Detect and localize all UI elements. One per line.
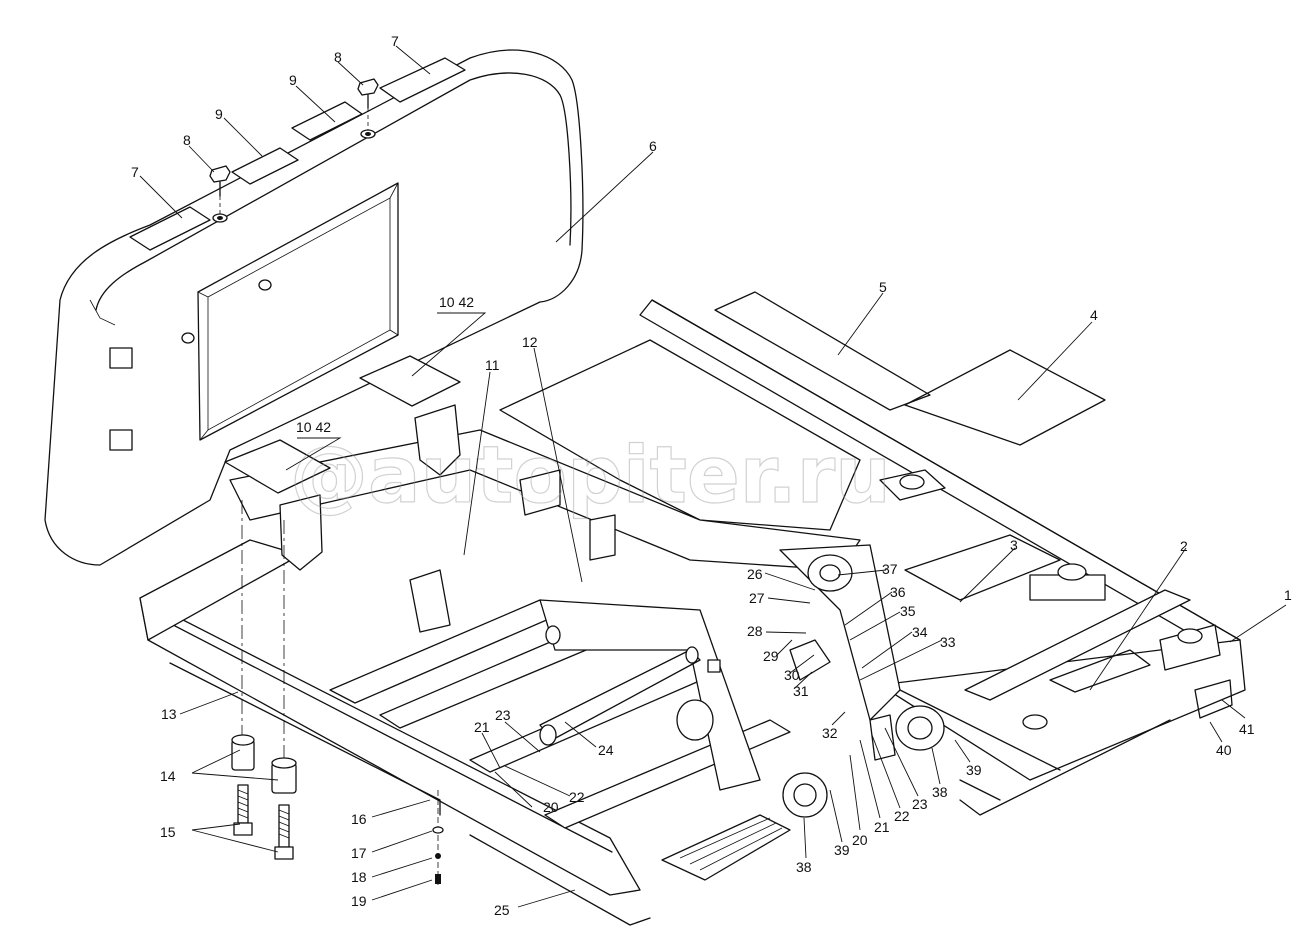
callout-36: 36	[890, 584, 906, 600]
fasteners-17-18-19	[432, 790, 444, 885]
callout-18: 18	[351, 869, 367, 885]
callout-8-top: 8	[334, 49, 342, 65]
callout-23-right: 23	[912, 796, 928, 812]
callout-30: 30	[784, 667, 800, 683]
tool-box-part-6	[44, 49, 584, 566]
callout-11: 11	[485, 357, 500, 373]
callout-21-left: 21	[474, 719, 490, 735]
callout-labels: 1 2 3 4 5 6 7 7 8 8 9 9 10 42 10 42 11 1…	[131, 33, 1292, 918]
callout-33: 33	[940, 634, 956, 650]
boom-mount-structure	[229, 339, 945, 881]
callout-10-42-upper: 10 42	[439, 294, 474, 310]
callout-7-left: 7	[131, 164, 139, 180]
callout-37: 37	[882, 561, 898, 577]
callout-20-right: 20	[852, 832, 868, 848]
callout-35: 35	[900, 603, 916, 619]
callout-4: 4	[1090, 307, 1098, 323]
watermark: @autopiter.ru	[290, 431, 891, 521]
callout-9-left: 9	[215, 106, 223, 122]
callout-19: 19	[351, 893, 367, 909]
callout-34: 34	[912, 624, 928, 640]
callout-9-top: 9	[289, 72, 297, 88]
mounting-brackets-part-10	[224, 355, 616, 633]
callout-40: 40	[1216, 742, 1232, 758]
callout-14: 14	[160, 768, 176, 784]
callout-21-right: 21	[874, 819, 890, 835]
callout-2: 2	[1180, 538, 1188, 554]
callout-22-left: 22	[569, 789, 585, 805]
callout-22-right: 22	[894, 808, 910, 824]
callout-20-left: 20	[543, 799, 559, 815]
callout-38-right: 38	[932, 784, 948, 800]
callout-41: 41	[1239, 721, 1255, 737]
callout-1: 1	[1284, 587, 1292, 603]
vibration-mounts-part-14	[231, 500, 297, 860]
callout-29: 29	[763, 648, 779, 664]
callout-leaders	[139, 45, 1287, 908]
callout-31: 31	[793, 683, 809, 699]
callout-13: 13	[161, 706, 177, 722]
callout-6: 6	[649, 138, 657, 154]
callout-38-left: 38	[796, 859, 812, 875]
callout-10-42-lower: 10 42	[296, 419, 331, 435]
callout-7-top: 7	[391, 33, 399, 49]
callout-26: 26	[747, 566, 763, 582]
callout-3: 3	[1010, 537, 1018, 553]
callout-32: 32	[822, 725, 838, 741]
cover-plates	[169, 291, 1233, 926]
callout-5: 5	[879, 279, 887, 295]
callout-28: 28	[747, 623, 763, 639]
bolt-icon	[209, 165, 231, 223]
callout-25: 25	[494, 902, 510, 918]
callout-24: 24	[598, 742, 614, 758]
bolt-icon	[357, 78, 379, 139]
callout-8-left: 8	[183, 132, 191, 148]
callout-23-left: 23	[495, 707, 511, 723]
callout-16: 16	[351, 811, 367, 827]
callout-27: 27	[749, 590, 765, 606]
pads-and-bolts	[129, 57, 466, 251]
callout-15: 15	[160, 824, 176, 840]
callout-39-left: 39	[834, 842, 850, 858]
callout-12: 12	[522, 334, 538, 350]
callout-17: 17	[351, 845, 367, 861]
callout-39-right: 39	[966, 762, 982, 778]
